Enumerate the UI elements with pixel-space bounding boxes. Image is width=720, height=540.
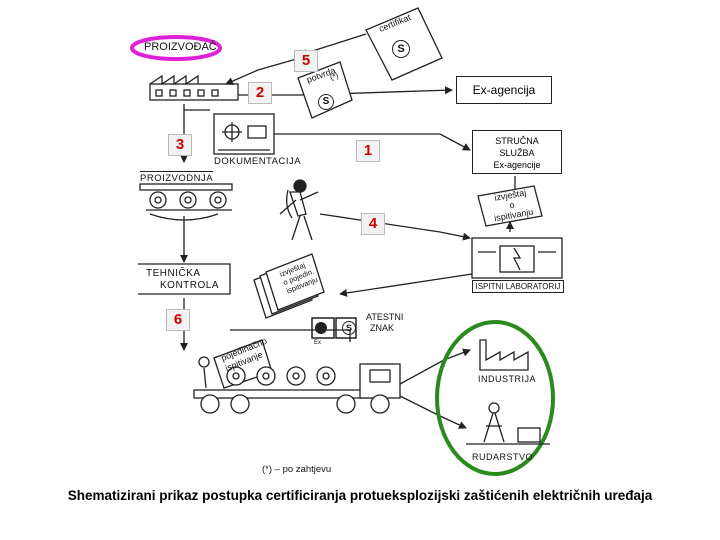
producer-highlight bbox=[130, 35, 222, 61]
lab-icon bbox=[471, 237, 563, 279]
expert-service-line-1: STRUČNA bbox=[495, 136, 539, 146]
s-icon: S bbox=[392, 40, 410, 58]
report-stack-icon bbox=[253, 253, 325, 319]
production-label: PROIZVODNJA bbox=[140, 171, 214, 184]
technical-control-line-1: TEHNIČKA bbox=[146, 268, 201, 279]
step-6-badge: 6 bbox=[166, 309, 190, 331]
test-report-document-icon bbox=[477, 185, 543, 227]
expert-service-box: STRUČNA SLUŽBA Ex-agencije bbox=[472, 130, 562, 174]
confirmation-s-icon: S bbox=[318, 94, 334, 110]
destination-highlight bbox=[435, 320, 555, 476]
step-4-badge: 4 bbox=[361, 213, 385, 235]
step-3-badge: 3 bbox=[168, 134, 192, 156]
production-line-icon bbox=[139, 183, 233, 221]
inspector-figure-icon bbox=[279, 179, 319, 241]
technical-control-line-2: KONTROLA bbox=[160, 280, 220, 291]
step-5-badge: 5 bbox=[294, 50, 318, 72]
confirmation-document-icon bbox=[297, 61, 353, 119]
expert-service-line-2: SLUŽBA bbox=[499, 148, 535, 158]
industry-icon bbox=[479, 339, 529, 371]
atest-s-icon: S bbox=[342, 321, 356, 335]
ex-agency-label: Ex-agencija bbox=[472, 83, 536, 97]
documentation-drawing-icon bbox=[213, 113, 275, 155]
test-lab-label: ISPITNI LABORATORIJ bbox=[472, 280, 564, 293]
step-1-badge: 1 bbox=[356, 140, 380, 162]
atest-mark-line-1: ATESTNI bbox=[366, 312, 404, 322]
atest-mark-line-2: ZNAK bbox=[370, 323, 395, 333]
expert-service-line-3: Ex-agencije bbox=[493, 160, 541, 170]
mining-icon bbox=[466, 402, 550, 445]
factory-icon bbox=[149, 74, 239, 101]
mining-label: RUDARSTVO bbox=[472, 452, 534, 462]
atest-mark-label: ATESTNI ZNAK bbox=[366, 312, 403, 334]
documentation-label: DOKUMENTACIJA bbox=[214, 156, 302, 167]
atest-ex-label: Ex bbox=[314, 340, 322, 346]
footnote: (*) – po zahtjevu bbox=[262, 464, 332, 475]
technical-control-label: TEHNIČKA KONTROLA bbox=[146, 268, 219, 292]
truck-icon bbox=[193, 363, 401, 414]
ex-agency-box: Ex-agencija bbox=[456, 76, 552, 104]
figure-caption: Shematizirani prikaz postupka certificir… bbox=[67, 488, 653, 503]
industry-label: INDUSTRIJA bbox=[478, 374, 537, 384]
producer-label: PROIZVOĐAČ bbox=[144, 41, 217, 53]
step-2-badge: 2 bbox=[248, 82, 272, 104]
